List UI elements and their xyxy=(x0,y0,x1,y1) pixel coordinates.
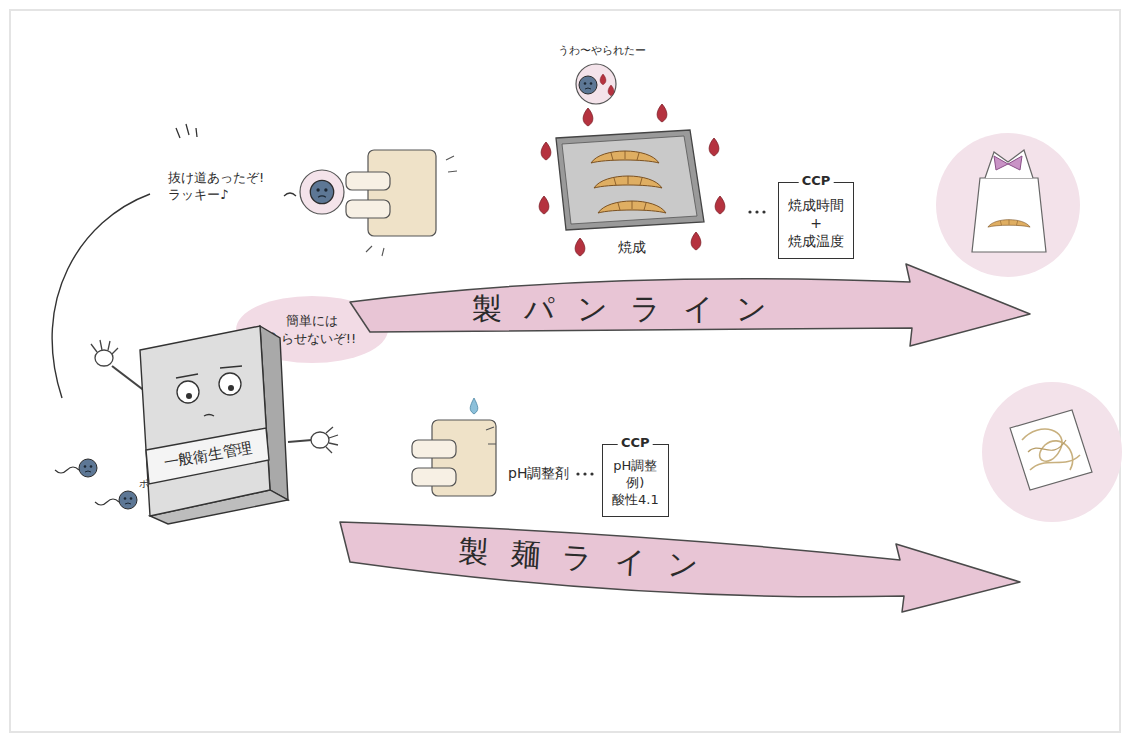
baking-tray xyxy=(594,176,662,188)
noodle-product xyxy=(982,382,1122,522)
heat-flames xyxy=(583,108,593,126)
process-line-arrow-body xyxy=(350,264,1030,346)
dough-hands xyxy=(366,156,457,256)
wall-face-features xyxy=(219,373,241,395)
sound-effect: ポ xyxy=(139,477,149,490)
baking-tray xyxy=(556,130,704,230)
wall-arms xyxy=(288,440,312,442)
leader-dots xyxy=(583,472,586,475)
ccp-box: CCPpH調整 例)酸性4.1 xyxy=(602,444,669,517)
speech-text: 抜け道あったぞ! ラッキー♪ xyxy=(168,170,280,204)
bread-product xyxy=(972,178,1046,252)
wall-face-features xyxy=(177,381,199,403)
wall-band xyxy=(146,428,269,484)
bread-product xyxy=(994,156,1022,170)
dough-hands xyxy=(368,150,436,236)
noodle-product xyxy=(1028,440,1066,452)
dough-hands xyxy=(470,398,478,414)
heat-flames xyxy=(715,196,725,214)
wall-face-features xyxy=(228,385,234,391)
wall-face xyxy=(140,326,270,516)
heat-flames xyxy=(539,104,725,256)
wall-arms xyxy=(91,340,118,354)
heat-flames xyxy=(539,196,549,214)
bacteria xyxy=(55,459,137,509)
wall-shape xyxy=(132,318,292,528)
baking-tray xyxy=(591,151,659,163)
ccp-heading: CCP xyxy=(618,435,653,452)
ccp-heading: CCP xyxy=(799,173,834,190)
thought-circle xyxy=(300,170,344,214)
dough-hands xyxy=(346,172,390,190)
leader-dots xyxy=(590,472,593,475)
dough-hands xyxy=(412,398,496,496)
heat-flames xyxy=(541,142,551,160)
bacteria xyxy=(95,499,119,505)
ccp-box: CCP焼成時間 + 焼成温度 xyxy=(778,182,854,259)
thought-circle xyxy=(576,64,616,104)
wall-face-features xyxy=(176,366,242,378)
noodle-product xyxy=(982,382,1122,522)
thought-circle xyxy=(310,180,333,203)
hygiene-wall: 一般衛生管理 xyxy=(132,318,292,528)
thought-circle xyxy=(300,170,344,214)
dough-hands xyxy=(412,440,456,458)
dough-hands xyxy=(346,150,457,256)
process-label: 焼成 xyxy=(618,238,646,256)
process-line-arrow: 製パンライン xyxy=(350,262,1030,352)
baking-tray xyxy=(598,201,666,213)
ccp-text: pH調整 例)酸性4.1 xyxy=(612,458,659,509)
ccp-text: 焼成時間 + 焼成温度 xyxy=(788,196,844,251)
baking-tray xyxy=(556,130,704,230)
wall-face-features xyxy=(204,415,214,417)
bread-product xyxy=(936,133,1080,277)
thought-circle xyxy=(600,74,606,85)
bread-product xyxy=(988,220,1030,227)
dough-hands xyxy=(486,427,496,444)
wall-face-features xyxy=(186,393,192,399)
process-line-arrow-body xyxy=(340,522,1020,612)
noodle-product xyxy=(1010,410,1092,490)
thought-circle xyxy=(576,64,616,104)
wall-arms xyxy=(95,350,113,366)
dough-hands xyxy=(346,200,390,218)
baking-tray xyxy=(562,136,697,224)
leader-dots xyxy=(576,472,579,475)
bacteria xyxy=(79,459,97,477)
thought-circle xyxy=(608,85,614,96)
thought-circle xyxy=(579,76,597,94)
bread-product xyxy=(985,150,1033,178)
process-label: pH調整剤 xyxy=(508,464,569,482)
noodle-product xyxy=(1022,429,1073,470)
leader-dots xyxy=(762,210,765,213)
process-line-arrow: 製麺ライン xyxy=(340,512,1020,617)
wall-arms xyxy=(311,432,329,448)
frame xyxy=(10,10,1120,732)
wall-arms xyxy=(326,427,338,453)
leader-dots xyxy=(576,210,765,475)
heat-flames xyxy=(691,232,701,250)
line-name: 製パンライン xyxy=(472,292,789,326)
speech-text: うわ〜やられたー xyxy=(558,44,646,58)
trajectory xyxy=(52,194,150,398)
bacteria xyxy=(119,491,137,509)
dough-hands xyxy=(412,468,456,486)
trajectory xyxy=(176,124,197,138)
wall-face-features xyxy=(176,366,242,416)
bread-product xyxy=(936,133,1080,277)
heat-flames xyxy=(575,238,585,256)
trajectory xyxy=(284,193,296,196)
leader-dots xyxy=(748,210,751,213)
heat-flames xyxy=(709,138,719,156)
heat-flames xyxy=(657,104,667,122)
noodle-product xyxy=(1030,455,1080,470)
bacteria xyxy=(55,467,79,473)
leader-dots xyxy=(755,210,758,213)
